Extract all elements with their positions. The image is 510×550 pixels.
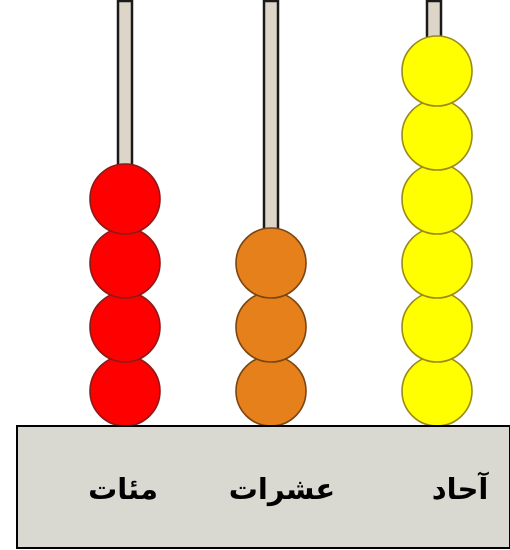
bead-ones-4 <box>402 164 472 234</box>
bead-tens-2 <box>236 292 306 362</box>
beads-tens <box>236 228 306 426</box>
bead-ones-3 <box>402 228 472 298</box>
bead-hundreds-4 <box>90 164 160 234</box>
bead-ones-5 <box>402 100 472 170</box>
beads-hundreds <box>90 164 160 426</box>
bead-ones-1 <box>402 356 472 426</box>
bead-hundreds-1 <box>90 356 160 426</box>
bead-ones-6 <box>402 36 472 106</box>
bead-tens-3 <box>236 228 306 298</box>
label-tens: عشرات <box>229 472 335 506</box>
bead-ones-2 <box>402 292 472 362</box>
label-hundreds: مئات <box>88 472 158 506</box>
bead-hundreds-2 <box>90 292 160 362</box>
label-ones: آحاد <box>432 471 490 506</box>
bead-hundreds-3 <box>90 228 160 298</box>
beads-ones <box>402 36 472 426</box>
bead-tens-1 <box>236 356 306 426</box>
